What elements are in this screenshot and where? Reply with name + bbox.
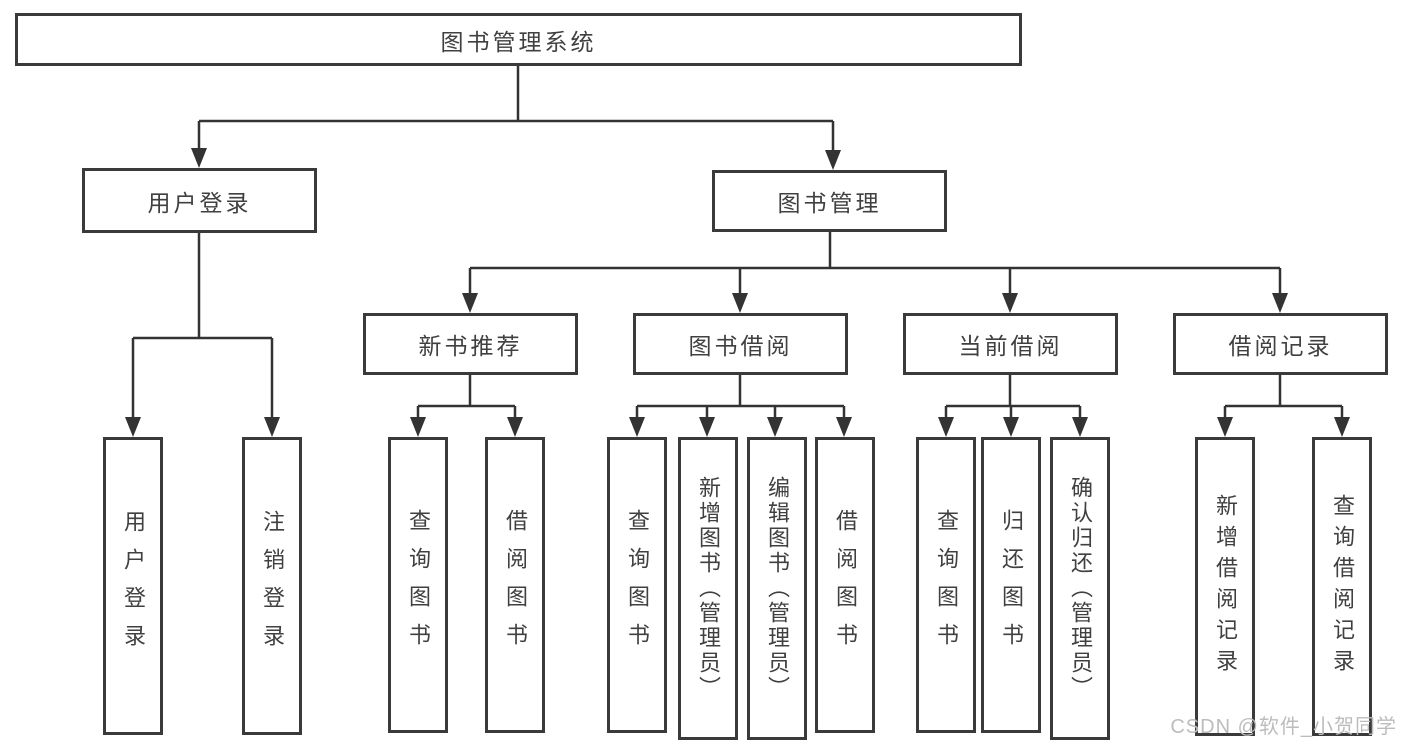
node-label: 图书管理系统 [440,28,597,55]
node-label: 用户登录 [121,510,146,662]
node-book-management: 图书管理 [712,170,947,232]
node-library-management-system: 图书管理系统 [15,13,1022,66]
leaf-query-books-recommend: 查询图书 [388,437,448,733]
node-label: 新书推荐 [418,333,523,359]
node-label: 借阅图书 [503,509,528,661]
node-label: 编辑图书（管理员） [765,476,790,701]
node-label: 查询图书 [934,509,959,661]
leaf-borrow-books-borrowing: 借阅图书 [815,437,875,733]
node-label: 借阅图书 [833,509,858,661]
node-new-book-recommendation: 新书推荐 [363,313,578,375]
csdn-watermark: CSDN @软件_小贺同学 [1170,716,1397,738]
leaf-query-books-borrowing: 查询图书 [607,437,667,733]
leaf-borrow-books-recommend: 借阅图书 [485,437,545,733]
arrow-down-icon [125,148,1350,437]
leaf-query-borrow-record: 查询借阅记录 [1312,437,1372,736]
node-user-login: 用户登录 [82,168,317,233]
leaf-user-login: 用户登录 [103,437,163,735]
leaf-confirm-return-admin: 确认归还（管理员） [1050,437,1110,740]
node-label: 新增借阅记录 [1213,493,1238,680]
leaf-query-books-current: 查询图书 [916,437,976,733]
leaf-return-books: 归还图书 [981,437,1041,733]
leaf-add-borrow-record: 新增借阅记录 [1195,437,1255,736]
node-borrowing-records: 借阅记录 [1173,313,1388,375]
leaf-add-book-admin: 新增图书（管理员） [678,437,738,740]
node-label: 查询图书 [406,509,431,661]
leaf-logout: 注销登录 [242,437,302,735]
node-book-borrowing: 图书借阅 [633,313,848,375]
node-label: 用户登录 [147,189,252,216]
node-label: 注销登录 [260,510,285,662]
node-label: 确认归还（管理员） [1068,476,1093,701]
node-label: 借阅记录 [1228,333,1333,359]
leaf-edit-book-admin: 编辑图书（管理员） [747,437,807,740]
node-label: 当前借阅 [958,333,1063,359]
node-label: 查询借阅记录 [1330,493,1355,680]
node-label: 图书借阅 [688,333,793,359]
node-label: 图书管理 [777,190,882,216]
node-label: 查询图书 [625,509,650,661]
node-label: 新增图书（管理员） [696,476,721,701]
node-current-borrowing: 当前借阅 [903,313,1118,375]
node-label: 归还图书 [999,509,1024,661]
